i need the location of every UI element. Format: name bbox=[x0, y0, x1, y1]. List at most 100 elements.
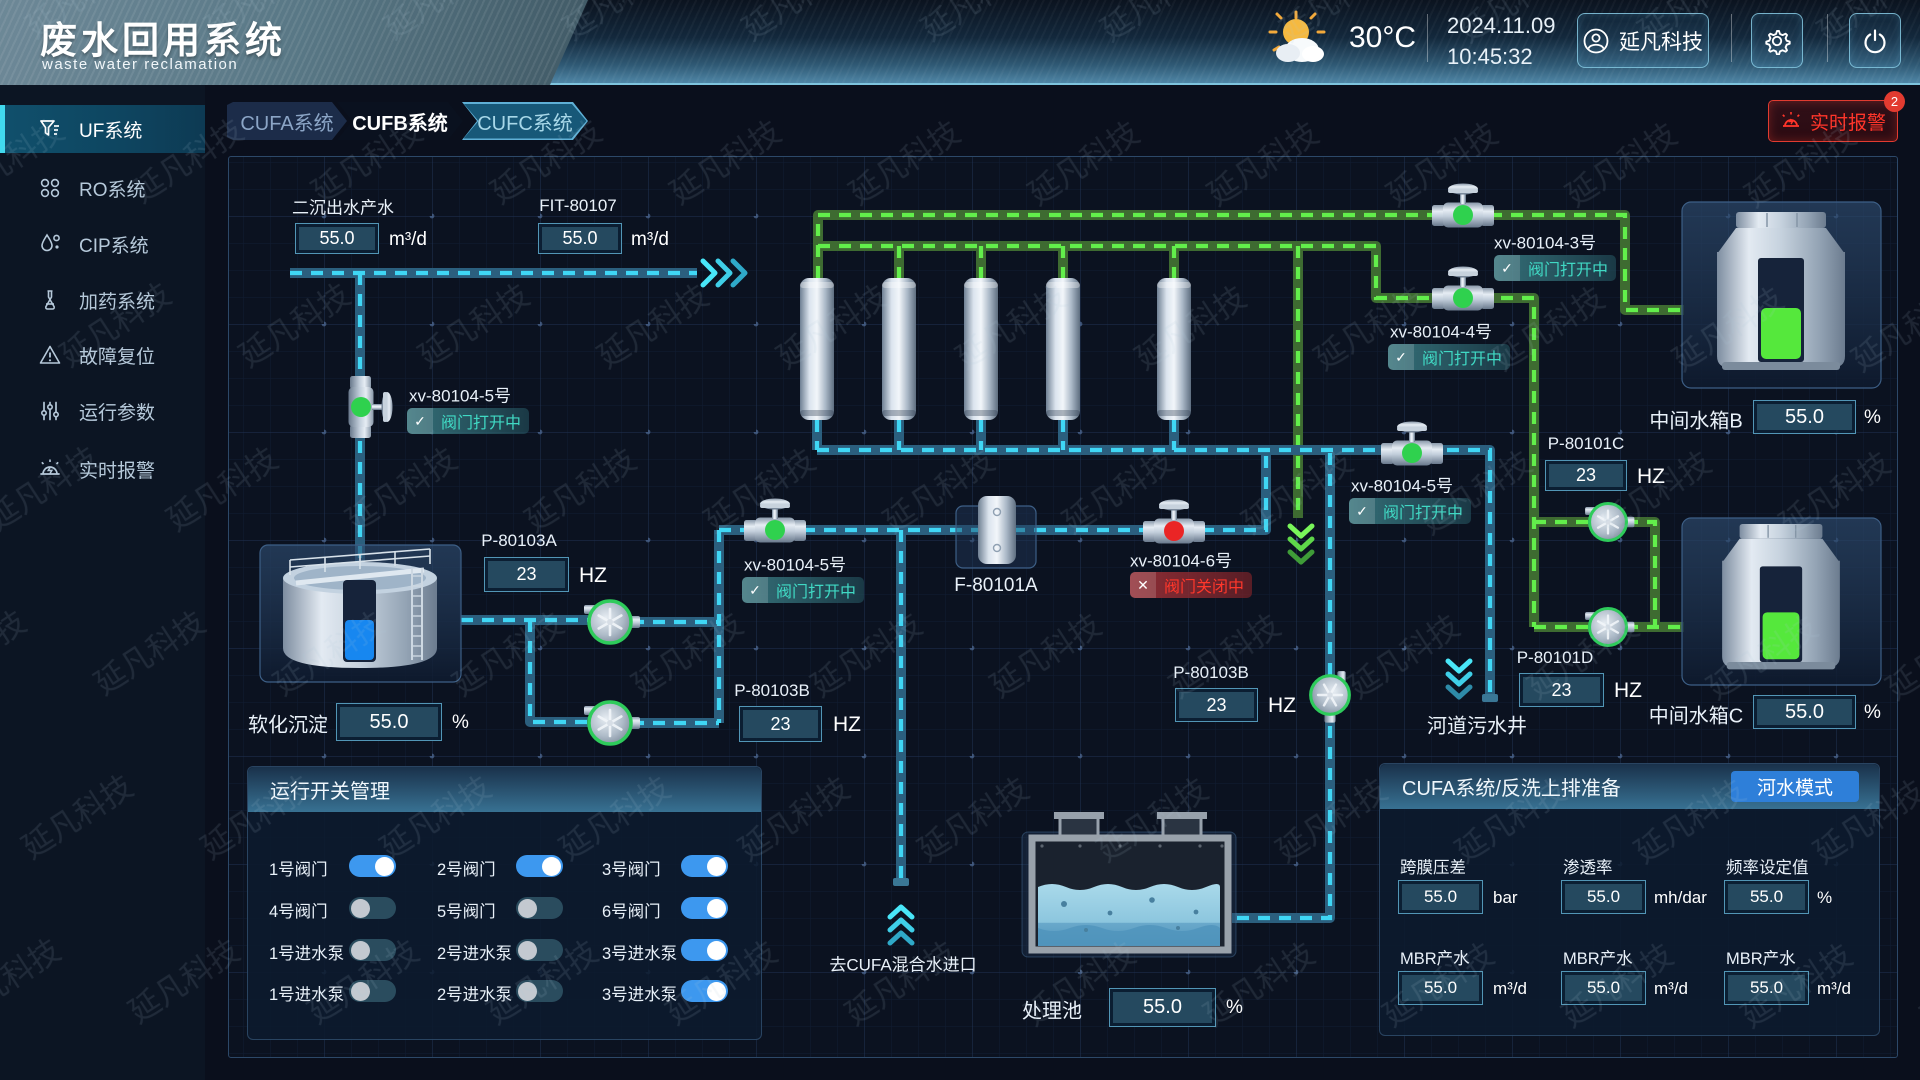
tank-value: 55.0 bbox=[1757, 699, 1852, 725]
valve-name: xv-80104-3号 bbox=[1494, 233, 1597, 253]
toggle-valve-3[interactable] bbox=[681, 855, 728, 877]
valve-status: 阀门打开中 bbox=[775, 584, 856, 601]
sensor-value: 55.0 bbox=[542, 227, 618, 250]
pump-value-box: 23 bbox=[1175, 688, 1258, 722]
filter-f80101a bbox=[955, 496, 1037, 569]
switch-panel-header: 运行开关管理 bbox=[248, 767, 761, 812]
pump-value-box: 23 bbox=[484, 557, 569, 592]
pump-value: 23 bbox=[1179, 692, 1254, 718]
pump-value-box: 23 bbox=[1519, 673, 1604, 707]
tank-value-box: 55.0 bbox=[1109, 988, 1216, 1027]
field-label: MBR产水 bbox=[1726, 950, 1796, 968]
check-icon: ✓ bbox=[1349, 498, 1375, 524]
valve-status-chip: ✓ 阀门打开中 bbox=[1349, 498, 1471, 524]
filter-label: F-80101A bbox=[954, 575, 1038, 596]
note-cufa-inlet: 去CUFA混合水进口 bbox=[829, 955, 977, 975]
note-river-well: 河道污水井 bbox=[1427, 715, 1527, 738]
switch-label: 1号进水泵 bbox=[269, 945, 345, 963]
switch-label: 2号进水泵 bbox=[437, 986, 513, 1004]
toggle-knob bbox=[518, 898, 537, 918]
toggle-pump-1[interactable] bbox=[349, 939, 396, 961]
treatment-pool bbox=[1021, 812, 1237, 958]
tank-label: 处理池 bbox=[1022, 1000, 1082, 1023]
field-value: 55.0 bbox=[1728, 884, 1805, 910]
toggle-valve-2[interactable] bbox=[516, 855, 563, 877]
valve-status: 阀门打开中 bbox=[1382, 505, 1463, 522]
check-icon: ✓ bbox=[1388, 344, 1414, 370]
sensor-value: 55.0 bbox=[299, 227, 375, 250]
pump-value: 23 bbox=[743, 710, 818, 738]
field-label: MBR产水 bbox=[1563, 950, 1633, 968]
field-label: 频率设定值 bbox=[1726, 859, 1809, 877]
pump-name: P-80103B bbox=[734, 681, 810, 700]
valve-name: xv-80104-6号 bbox=[1130, 551, 1233, 571]
toggle-knob bbox=[707, 898, 726, 918]
pump-name: P-80101D bbox=[1516, 648, 1594, 667]
valve-status-chip: ✓ 阀门打开中 bbox=[742, 577, 864, 603]
tank-c bbox=[1681, 517, 1882, 686]
switch-label: 2号阀门 bbox=[437, 861, 496, 879]
field-label: 跨膜压差 bbox=[1400, 859, 1466, 877]
field-value-box: 55.0 bbox=[1398, 880, 1483, 914]
tank-value: 55.0 bbox=[1113, 992, 1212, 1023]
switch-label: 1号阀门 bbox=[269, 861, 328, 879]
check-icon: ✓ bbox=[407, 408, 433, 434]
valve-status-chip: ✓ 阀门打开中 bbox=[1494, 255, 1616, 281]
pipe-endcap bbox=[1482, 694, 1498, 702]
field-label: MBR产水 bbox=[1400, 950, 1470, 968]
sensor-unit: m³/d bbox=[389, 229, 427, 250]
sensor-value-box: 55.0 bbox=[538, 223, 622, 254]
tank-value-box: 55.0 bbox=[1753, 695, 1856, 729]
valve-status: 阀门打开中 bbox=[1527, 262, 1608, 279]
toggle-knob bbox=[518, 940, 537, 960]
river-mode-button[interactable]: 河水模式 bbox=[1731, 771, 1859, 802]
pump-value-box: 23 bbox=[1545, 460, 1627, 491]
tank-label: 中间水箱C bbox=[1648, 705, 1744, 728]
pump-name: P-80103A bbox=[481, 531, 557, 550]
toggle-pump-3[interactable] bbox=[681, 939, 728, 961]
field-unit: bar bbox=[1493, 888, 1518, 907]
tank-value: 55.0 bbox=[1757, 404, 1852, 430]
valve-status-chip: ✓阀门打开中 bbox=[407, 408, 529, 434]
field-value: 55.0 bbox=[1402, 975, 1479, 1001]
field-unit: m³/d bbox=[1817, 979, 1851, 998]
toggle-pump-5[interactable] bbox=[516, 980, 563, 1002]
tank-label: 中间水箱B bbox=[1649, 410, 1743, 433]
tank-value: 55.0 bbox=[340, 707, 438, 737]
pump-value: 23 bbox=[488, 561, 565, 588]
toggle-knob bbox=[707, 940, 726, 960]
toggle-valve-4[interactable] bbox=[349, 897, 396, 919]
toggle-pump-2[interactable] bbox=[516, 939, 563, 961]
valve-name: xv-80104-5号 bbox=[409, 386, 512, 406]
pump-value: 23 bbox=[1523, 677, 1600, 703]
pump-unit: HZ bbox=[833, 713, 861, 736]
switch-label: 3号进水泵 bbox=[602, 945, 678, 963]
pump-value-box: 23 bbox=[739, 706, 822, 742]
toggle-valve-5[interactable] bbox=[516, 897, 563, 919]
switch-label: 2号进水泵 bbox=[437, 945, 513, 963]
field-value: 55.0 bbox=[1728, 975, 1805, 1001]
switch-label: 1号进水泵 bbox=[269, 986, 345, 1004]
toggle-knob bbox=[351, 898, 370, 918]
toggle-knob bbox=[351, 940, 370, 960]
toggle-valve-6[interactable] bbox=[681, 897, 728, 919]
switch-label: 3号阀门 bbox=[602, 861, 661, 879]
check-icon: ✓ bbox=[1494, 255, 1520, 281]
field-label: 渗透率 bbox=[1563, 859, 1613, 877]
pump-unit: HZ bbox=[1268, 694, 1296, 717]
check-icon: ✓ bbox=[742, 577, 768, 603]
pump-unit: HZ bbox=[1614, 679, 1642, 702]
switch-label: 6号阀门 bbox=[602, 903, 661, 921]
tank-unit: % bbox=[1864, 407, 1881, 428]
toggle-valve-1[interactable] bbox=[349, 855, 396, 877]
toggle-pump-4[interactable] bbox=[349, 980, 396, 1002]
field-value: 55.0 bbox=[1565, 975, 1642, 1001]
sensor-value-box: 55.0 bbox=[295, 223, 379, 254]
sensor-label: 二沉出水产水 bbox=[292, 198, 394, 218]
field-unit: m³/d bbox=[1493, 979, 1527, 998]
sensor-unit: m³/d bbox=[631, 229, 669, 250]
tank-label: 软化沉淀 bbox=[248, 714, 328, 737]
toggle-pump-6[interactable] bbox=[681, 980, 728, 1002]
switch-label: 5号阀门 bbox=[437, 903, 496, 921]
